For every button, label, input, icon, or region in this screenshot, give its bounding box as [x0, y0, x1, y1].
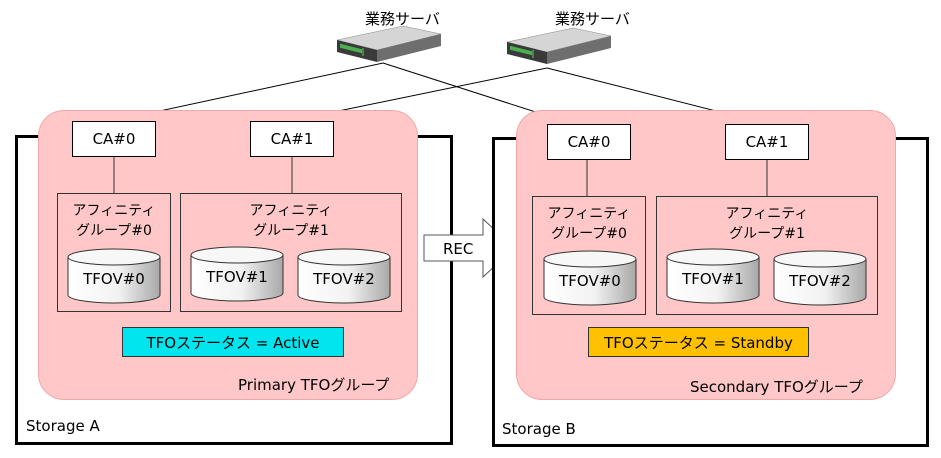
- storage-b-affinity-group-1: アフィニティ グループ#1: [656, 196, 878, 315]
- volume-cylinder[interactable]: TFOV#2: [297, 248, 391, 304]
- affinity-title-line2: グループ#1: [729, 226, 805, 242]
- primary-tfo-group-label: Primary TFOグループ: [238, 376, 390, 394]
- volume-label: TFOV#2: [313, 270, 375, 288]
- volume-label: TFOV#0: [83, 270, 145, 288]
- volume-label: TFOV#0: [559, 272, 621, 290]
- affinity-title-line1: アフィニティ: [72, 203, 156, 219]
- rec-label: REC: [443, 240, 474, 258]
- affinity-title-line2: グループ#0: [551, 226, 627, 242]
- storage-b-affinity-group-0: アフィニティ グループ#0: [532, 196, 646, 315]
- volume-cylinder[interactable]: TFOV#1: [190, 246, 284, 302]
- volume-icon: [297, 248, 391, 304]
- storage-a-ca1[interactable]: CA#1: [250, 121, 334, 157]
- storage-a-label: Storage A: [26, 417, 100, 435]
- rack-server-icon[interactable]: [503, 26, 613, 66]
- storage-a-ca0[interactable]: CA#0: [72, 121, 156, 157]
- storage-b-ca1[interactable]: CA#1: [725, 124, 809, 160]
- volume-label: TFOV#1: [206, 268, 268, 286]
- rack-server-icon[interactable]: [333, 24, 443, 64]
- server-label-1: 業務サーバ: [365, 10, 440, 28]
- volume-label: TFOV#2: [789, 272, 851, 290]
- volume-icon: [666, 248, 760, 304]
- volume-icon: [67, 248, 161, 304]
- tfo-status-standby: TFOステータス = Standby: [588, 327, 809, 357]
- volume-cylinder[interactable]: TFOV#1: [666, 248, 760, 304]
- storage-b-label: Storage B: [502, 420, 576, 438]
- affinity-title-line1: アフィニティ: [547, 206, 631, 222]
- server-label-2: 業務サーバ: [555, 10, 630, 28]
- volume-icon: [190, 246, 284, 302]
- storage-a-affinity-group-1: アフィニティ グループ#1: [180, 193, 402, 312]
- affinity-title-line1: アフィニティ: [249, 203, 333, 219]
- secondary-tfo-group-label: Secondary TFOグループ: [690, 378, 863, 396]
- tfo-status-active: TFOステータス = Active: [122, 327, 344, 357]
- volume-cylinder[interactable]: TFOV#0: [67, 248, 161, 304]
- affinity-title-line1: アフィニティ: [725, 206, 809, 222]
- volume-icon: [543, 250, 637, 306]
- volume-icon: [773, 250, 867, 306]
- affinity-title-line2: グループ#1: [253, 223, 329, 239]
- affinity-title-line2: グループ#0: [76, 223, 152, 239]
- storage-b-ca0[interactable]: CA#0: [547, 124, 631, 160]
- storage-a-affinity-group-0: アフィニティ グループ#0: [57, 193, 171, 312]
- volume-cylinder[interactable]: TFOV#0: [543, 250, 637, 306]
- volume-label: TFOV#1: [682, 270, 744, 288]
- volume-cylinder[interactable]: TFOV#2: [773, 250, 867, 306]
